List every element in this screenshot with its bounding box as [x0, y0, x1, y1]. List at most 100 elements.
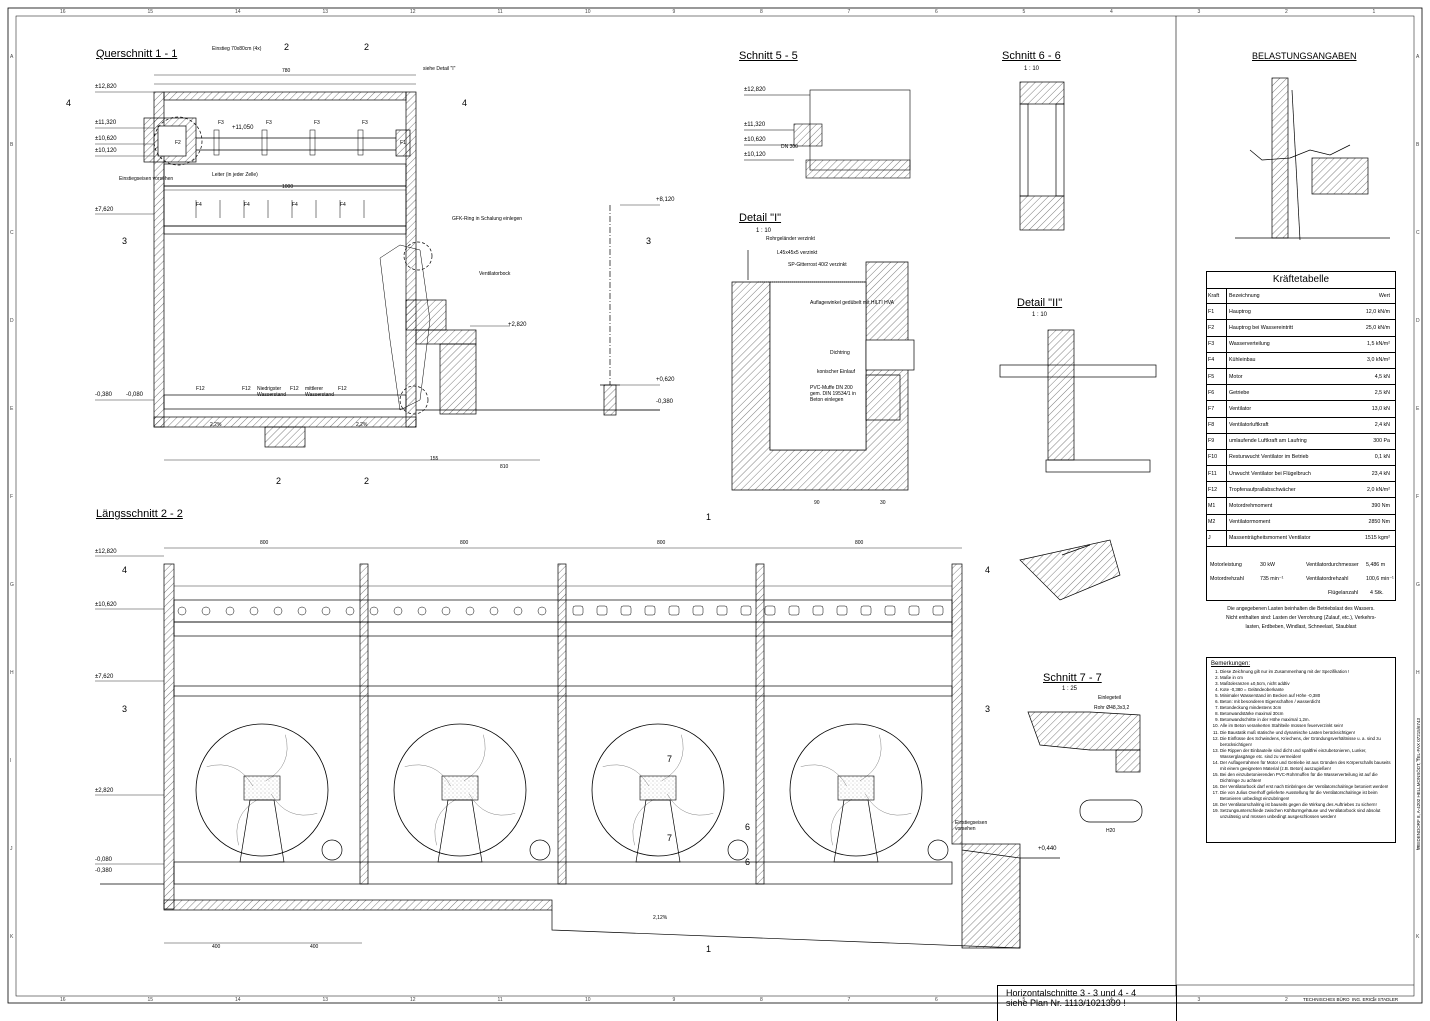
- load-label: F4: [244, 202, 250, 208]
- remark-line: lasten, Erdbeben, Windlast, Schneelast, …: [1245, 624, 1357, 630]
- note-item: Minimaler Wasserstand im Becken auf Höhe…: [1220, 693, 1391, 699]
- force-description: Ventilatormoment: [1226, 514, 1350, 531]
- level-label: +2,820: [508, 322, 527, 328]
- force-value: 13,0 kN: [1349, 400, 1396, 418]
- cut-marker: 3: [646, 236, 652, 246]
- kraefte-title: Kräftetabelle: [1206, 271, 1396, 289]
- grid-letter: H: [1416, 670, 1420, 676]
- dimension: 2,2%: [210, 422, 222, 428]
- grid-letter: A: [1416, 54, 1420, 60]
- level-label: +0,440: [1038, 846, 1057, 852]
- load-label: F2: [175, 140, 181, 146]
- pipe-opening: [788, 605, 800, 616]
- schnitt77-title: Schnitt 7 - 7: [1043, 672, 1102, 684]
- note-item: Die Rippen der Einbauteile sind dicht un…: [1220, 748, 1391, 760]
- force-description: Kühleinbau: [1226, 352, 1350, 369]
- level-label: ±10,120: [95, 148, 117, 154]
- detail2-scale: 1 : 10: [1032, 312, 1048, 318]
- note-item: Bei den einzubetonierenden PVC-Rohrmuffe…: [1220, 772, 1391, 784]
- ventilator-drehzahl-label: Ventilatordrehzahl: [1306, 576, 1349, 582]
- annotation: siehe Detail "I": [423, 66, 456, 72]
- note-item: Maße in cm: [1220, 675, 1391, 681]
- pipe-opening: [908, 605, 920, 616]
- grid-number: 8: [760, 997, 763, 1003]
- force-value: 0,1 kN: [1349, 449, 1396, 467]
- cut-marker: 1: [706, 512, 712, 522]
- level-label: ±10,620: [95, 602, 117, 608]
- remark-line: Nicht enthalten sind: Lasten der Verrohr…: [1225, 615, 1377, 621]
- load-label: F1: [400, 140, 406, 146]
- level-label: ±10,620: [95, 136, 117, 142]
- note-item: Setzungsunterschiede zwischen Kühlturmge…: [1220, 808, 1391, 820]
- grid-number: 1: [1373, 9, 1376, 15]
- belastung-view: [1235, 77, 1390, 241]
- grid-number: 11: [498, 997, 503, 1003]
- grid-letter: K: [10, 934, 14, 940]
- pipe-opening: [764, 605, 776, 616]
- grid-labels: 1616151514141313121211111010998877665544…: [10, 9, 1420, 1003]
- grid-letter: I: [10, 758, 11, 764]
- table-header-row: Kraft Bezeichnung Wert: [1206, 288, 1396, 305]
- pipe-opening: [465, 606, 475, 616]
- force-value: 25,0 kN/m: [1349, 319, 1396, 337]
- ventilator-durchmesser: 5,486 m: [1366, 562, 1386, 568]
- force-id: F1: [1206, 303, 1227, 321]
- load-label: F4: [340, 202, 346, 208]
- level-label: +8,120: [656, 197, 675, 203]
- grid-number: 12: [410, 9, 416, 15]
- annotation: Ventilatorbock: [479, 271, 511, 277]
- annotation: Einstiegseisen vorsehen: [955, 820, 988, 832]
- note-item: Kote -0,380 = Geländeoberkante: [1220, 687, 1391, 693]
- grid-number: 1: [1373, 997, 1376, 1003]
- schnitt66-title: Schnitt 6 - 6: [1002, 50, 1061, 62]
- pipe-opening: [860, 605, 872, 616]
- annotation: Rohrgeländer verzinkt: [766, 236, 815, 242]
- level-label: -0,080: [126, 392, 144, 398]
- force-value: 2,0 kN/m²: [1349, 481, 1396, 499]
- load-label: F4: [292, 202, 298, 208]
- force-id: F4: [1206, 352, 1227, 369]
- grid-number: 16: [60, 9, 66, 15]
- grid-letter: I: [1416, 758, 1417, 764]
- force-description: Ventilatorluftkraft: [1226, 417, 1350, 434]
- grid-number: 15: [148, 9, 154, 15]
- load-label: F3: [218, 120, 224, 126]
- pipe-opening: [201, 606, 211, 616]
- cut-marker: 4: [462, 98, 468, 108]
- grid-letter: D: [1416, 318, 1420, 324]
- force-value: 23,4 kN: [1349, 465, 1396, 483]
- grid-number: 10: [585, 9, 591, 15]
- schnitt55-title: Schnitt 5 - 5: [739, 50, 798, 62]
- grid-letter: B: [1416, 142, 1420, 148]
- ventilator-drehzahl: 100,6 min⁻¹: [1366, 576, 1394, 582]
- dimension: 1000: [282, 184, 294, 190]
- force-description: Wasserverteilung: [1226, 336, 1350, 353]
- pipe-opening: [812, 605, 824, 616]
- cut-marker: 6: [745, 822, 751, 832]
- level-label: ±10,120: [744, 152, 766, 158]
- fan: [393, 723, 527, 863]
- pipe-opening: [369, 606, 379, 616]
- dimension: 800: [855, 540, 864, 546]
- detail1-title: Detail "I": [739, 212, 782, 224]
- detail2-view: [999, 329, 1157, 601]
- dimension: 2,2%: [356, 422, 368, 428]
- force-description: umlaufende Luftkraft am Laufring: [1226, 433, 1350, 450]
- cut-marker: 4: [66, 98, 72, 108]
- level-markers-querschnitt: [95, 91, 660, 411]
- note-item: Die Einflüsse des Schwindens, Kriechens,…: [1220, 736, 1391, 748]
- load-label: F12: [196, 386, 205, 392]
- fluegelanzahl-label: Flügelanzahl: [1328, 590, 1359, 596]
- schnitt55-view: [744, 89, 911, 179]
- note-item: Der Ventilatorbock darf erst nach Einbri…: [1220, 784, 1391, 790]
- cut-marker: 3: [122, 704, 128, 714]
- force-value: 390 Nm: [1349, 497, 1396, 515]
- fluegelanzahl: 4 Stk.: [1370, 590, 1384, 596]
- note-item: Maßtoleranzen ±0,5cm, nicht addtiv: [1220, 681, 1391, 687]
- dimension: 800: [260, 540, 269, 546]
- ventilator-durchmesser-label: Ventilatordurchmesser: [1306, 562, 1359, 568]
- remark-line: Die angegebenen Lasten beinhalten die Be…: [1227, 606, 1375, 612]
